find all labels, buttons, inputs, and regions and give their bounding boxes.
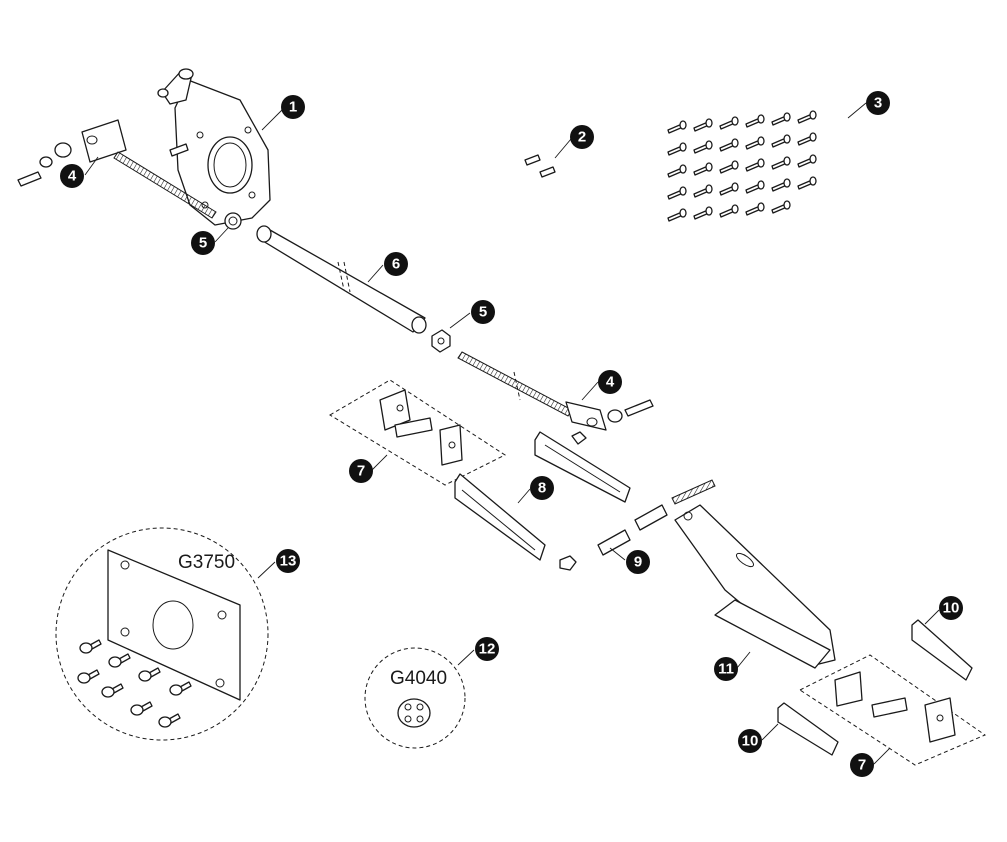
rivets-part <box>667 110 817 222</box>
rivet-icon <box>667 186 687 200</box>
g3750-label: G3750 <box>178 552 235 573</box>
rivet-icon <box>745 158 765 172</box>
callout-8: 8 <box>530 476 554 500</box>
rivet-icon <box>771 112 791 126</box>
callout-9-label: 9 <box>634 554 642 571</box>
callout-1-label: 1 <box>289 99 297 116</box>
rivet-icon <box>771 200 791 214</box>
callout-8-label: 8 <box>538 480 546 497</box>
bracket-kit-left-part <box>329 379 507 486</box>
mounting-plate-part <box>157 68 271 226</box>
rivet-icon <box>693 206 713 220</box>
rivet-icon <box>693 184 713 198</box>
pins-part <box>559 479 716 571</box>
screw-icon <box>130 701 153 716</box>
rivet-icon <box>719 160 739 174</box>
callout-10-lower-label: 10 <box>742 733 759 750</box>
callout-4-upper: 4 <box>60 164 84 188</box>
rail-pair-part <box>454 431 631 561</box>
callout-4-upper-label: 4 <box>68 168 77 185</box>
rivet-icon <box>667 120 687 134</box>
threaded-rod-lower-part <box>457 351 654 445</box>
rivet-icon <box>797 154 817 168</box>
callout-3: 3 <box>866 91 890 115</box>
callout-5-lower: 5 <box>471 300 495 324</box>
callout-10-lower: 10 <box>738 729 762 753</box>
callout-7-right-label: 7 <box>858 757 866 774</box>
callout-7-left-label: 7 <box>357 463 365 480</box>
callout-10-upper-label: 10 <box>943 600 960 617</box>
rivet-icon <box>745 180 765 194</box>
plate-lower-part <box>777 702 839 756</box>
callout-9: 9 <box>626 550 650 574</box>
screw-icon <box>108 653 131 668</box>
bracket-kit-right-part <box>798 654 987 766</box>
callout-13-label: 13 <box>280 553 297 570</box>
screw-icon <box>79 639 102 654</box>
callout-6: 6 <box>384 252 408 276</box>
callout-5-lower-label: 5 <box>479 304 487 321</box>
callout-13: 13 <box>276 549 300 573</box>
callout-1: 1 <box>281 95 305 119</box>
g3750-screws <box>77 639 192 728</box>
rivet-icon <box>745 136 765 150</box>
rivet-icon <box>771 156 791 170</box>
callout-12: 12 <box>475 637 499 661</box>
callout-11: 11 <box>714 657 738 681</box>
rivet-icon <box>745 114 765 128</box>
plate-upper-part <box>911 619 973 681</box>
screws-part <box>524 154 556 178</box>
g3750-detail: G3750 <box>55 527 269 741</box>
rivet-icon <box>667 142 687 156</box>
rivet-icon <box>667 164 687 178</box>
screw-icon <box>169 681 192 696</box>
rivet-icon <box>719 204 739 218</box>
screw-icon <box>101 683 124 698</box>
rivet-icon <box>771 178 791 192</box>
rivet-icon <box>797 132 817 146</box>
callout-2: 2 <box>570 125 594 149</box>
rivet-icon <box>771 134 791 148</box>
rivet-icon <box>693 162 713 176</box>
tube-shaft-part <box>256 225 427 334</box>
callout-3-label: 3 <box>874 95 882 112</box>
screw-icon <box>138 667 161 682</box>
threaded-rod-upper-part <box>17 119 242 230</box>
rivet-icon <box>797 176 817 190</box>
callout-11-label: 11 <box>718 661 734 678</box>
nut-lower-part <box>431 329 451 353</box>
screw-icon <box>158 713 181 728</box>
callout-4-lower: 4 <box>598 370 622 394</box>
main-arm-part <box>674 504 836 669</box>
leader-lines <box>84 102 940 765</box>
callout-7-right: 7 <box>850 753 874 777</box>
callout-5-upper: 5 <box>191 231 215 255</box>
callout-7-left: 7 <box>349 459 373 483</box>
callout-4-lower-label: 4 <box>606 374 615 391</box>
screw-icon <box>77 669 100 684</box>
rivet-icon <box>719 182 739 196</box>
rivet-icon <box>719 138 739 152</box>
g4040-label: G4040 <box>390 668 447 689</box>
callout-5-upper-label: 5 <box>199 235 207 252</box>
callout-12-label: 12 <box>479 641 496 658</box>
rivet-icon <box>719 116 739 130</box>
callout-2-label: 2 <box>578 129 586 146</box>
rivet-icon <box>745 202 765 216</box>
callout-6-label: 6 <box>392 256 400 273</box>
callout-10-upper: 10 <box>939 596 963 620</box>
rivet-icon <box>693 140 713 154</box>
g4040-detail: G4040 <box>364 647 466 749</box>
rivet-icon <box>797 110 817 124</box>
rivet-icon <box>693 118 713 132</box>
rivet-icon <box>667 208 687 222</box>
